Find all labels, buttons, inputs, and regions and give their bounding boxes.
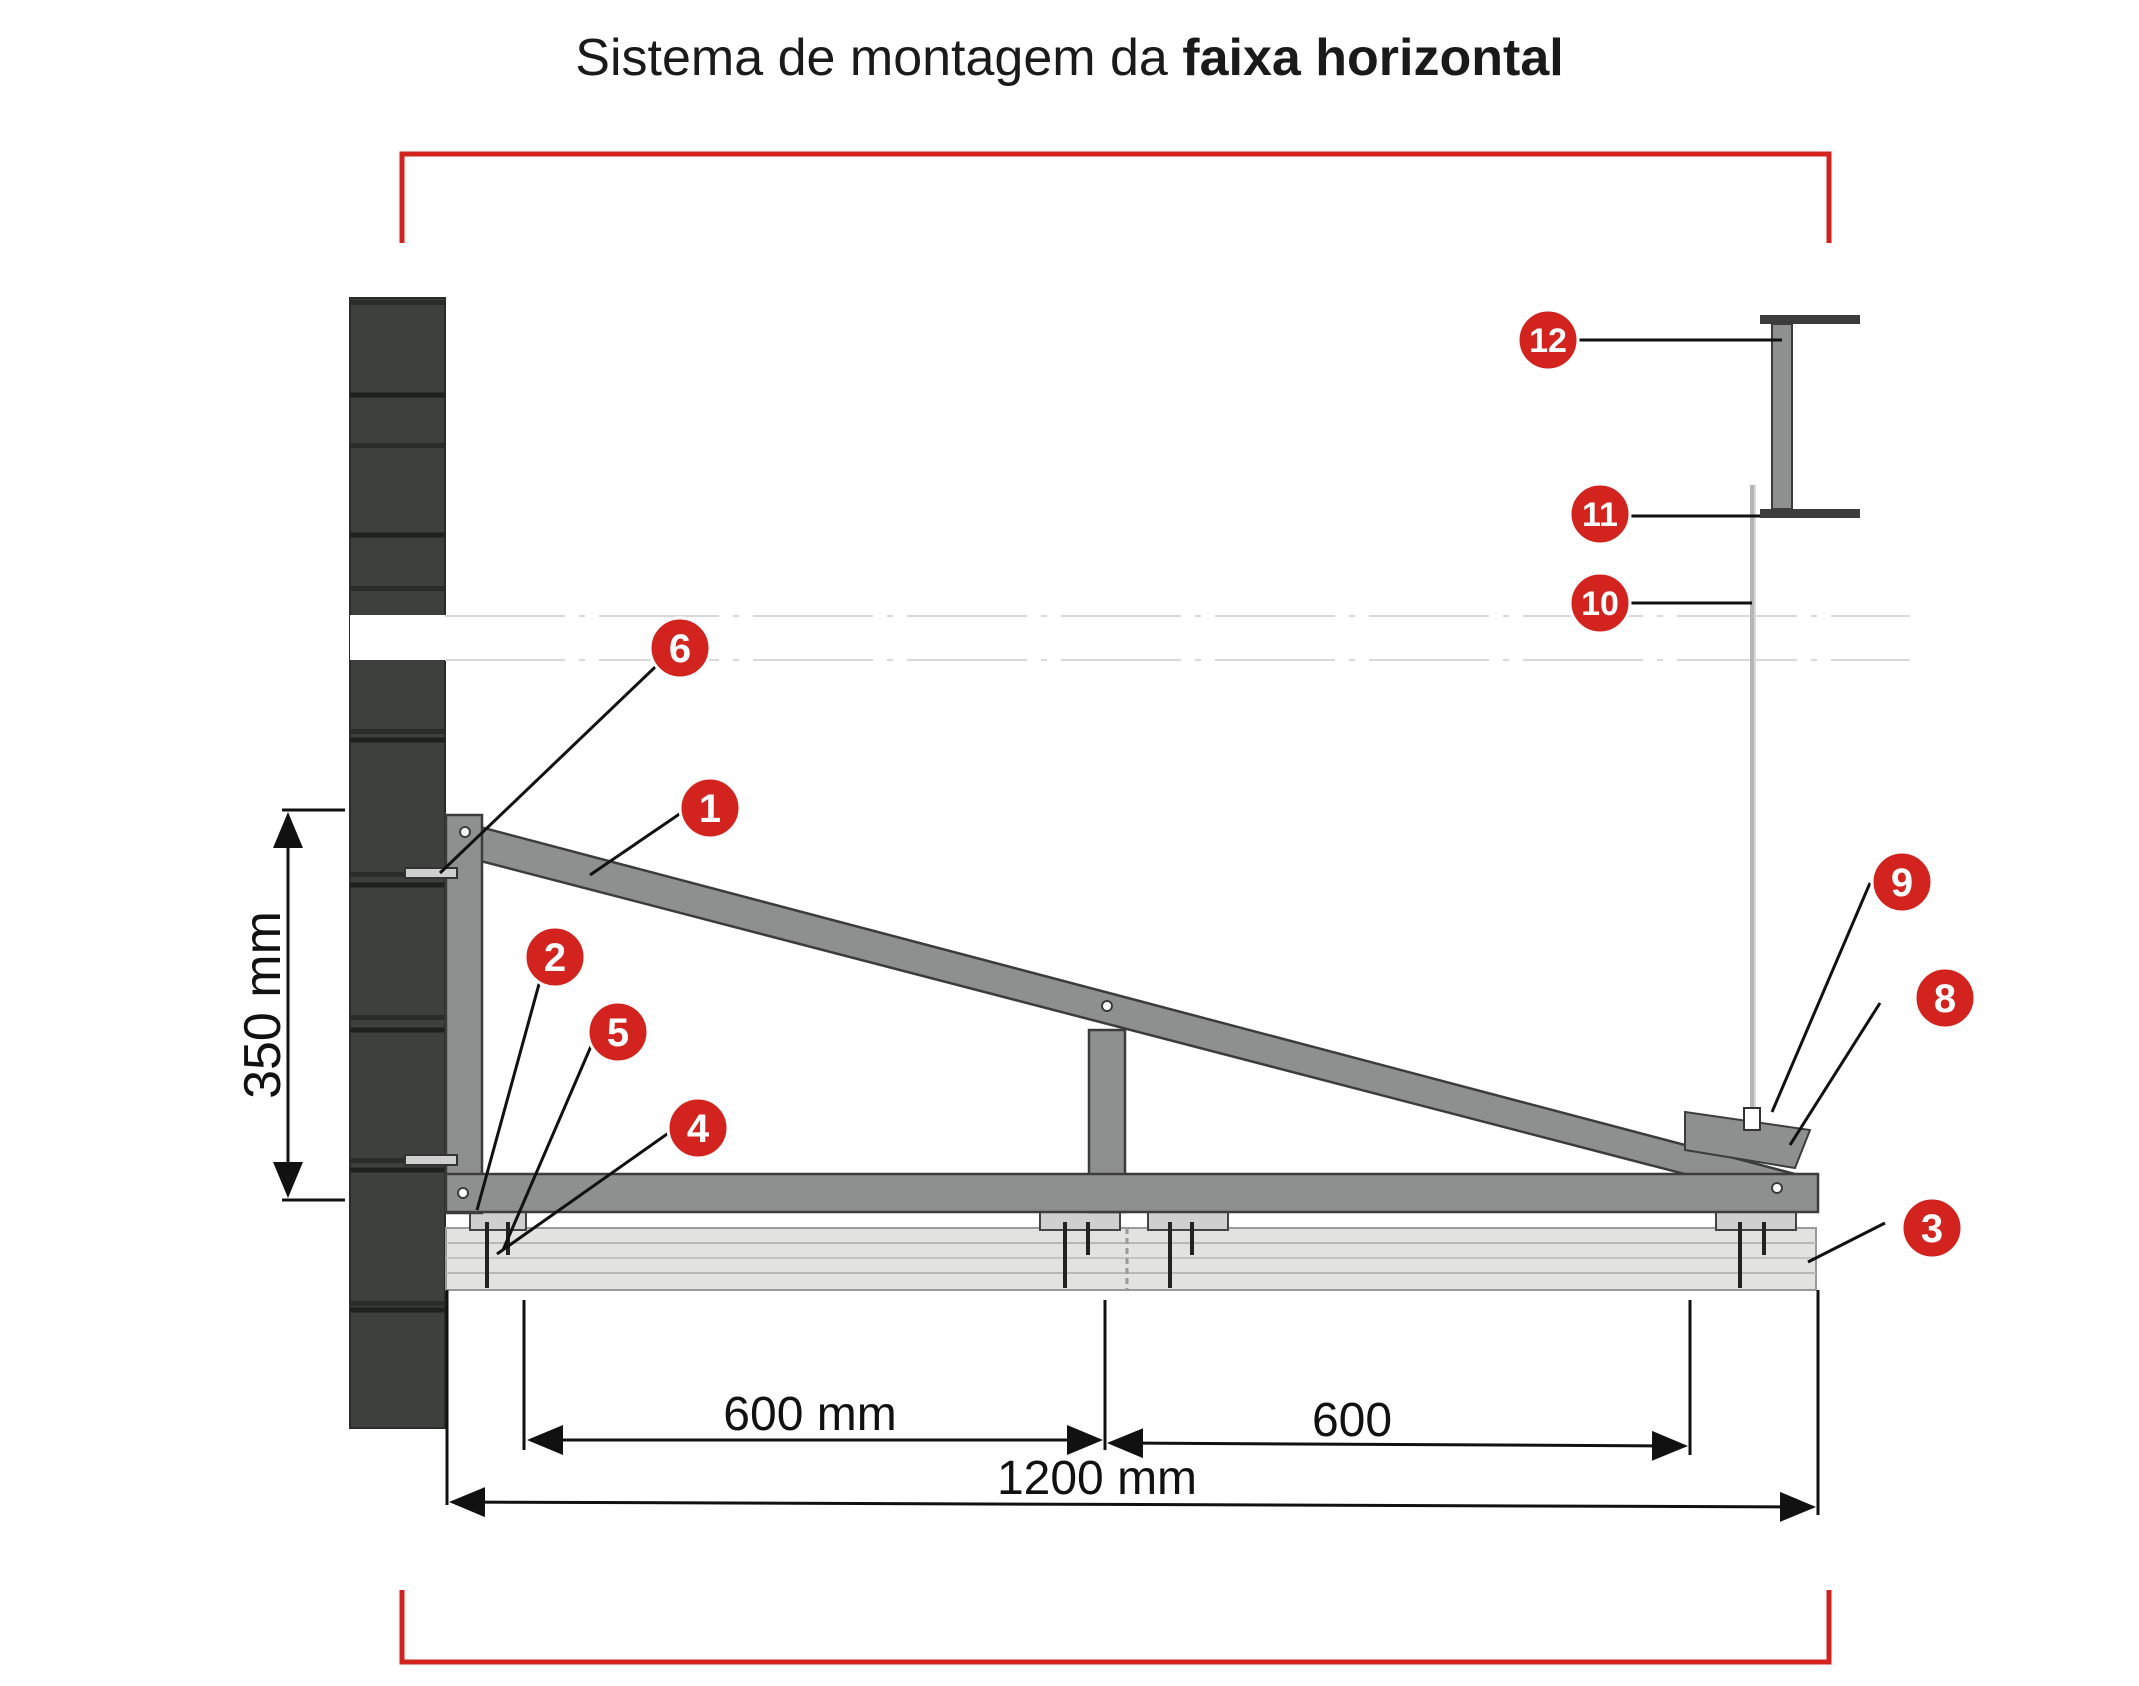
dimension-spans <box>445 1290 1820 1522</box>
bottom-red-bracket <box>399 1590 1832 1665</box>
panel-modules <box>445 1227 1817 1291</box>
clamps-and-bolts <box>469 1211 1797 1288</box>
suspension-rod <box>1750 485 1756 1130</box>
wall-anchors <box>404 867 458 1166</box>
svg-text:4: 4 <box>687 1107 710 1151</box>
callout-8: 8 <box>1913 966 1977 1030</box>
masonry-wall <box>349 297 446 1429</box>
diagram-title: Sistema de montagem da faixa horizontal <box>0 28 2139 88</box>
leader-lines <box>438 338 1886 1264</box>
top-red-bracket <box>399 151 1832 243</box>
svg-text:5: 5 <box>607 1011 629 1055</box>
callout-6: 6 <box>648 616 712 680</box>
end-clamp <box>1684 1107 1812 1170</box>
callout-2: 2 <box>523 925 587 989</box>
svg-text:3: 3 <box>1921 1207 1943 1251</box>
svg-text:12: 12 <box>1529 322 1567 360</box>
dimension-height: 350 mm <box>234 808 345 1202</box>
callouts: 1 2 3 4 5 6 8 9 <box>523 308 1977 1260</box>
callout-5: 5 <box>586 1000 650 1064</box>
callout-12: 12 <box>1516 308 1580 372</box>
callout-10: 10 <box>1568 571 1632 635</box>
svg-text:9: 9 <box>1891 861 1913 905</box>
title-bold: faixa horizontal <box>1182 29 1564 87</box>
svg-text:10: 10 <box>1581 585 1619 623</box>
title-prefix: Sistema de montagem da <box>575 29 1183 87</box>
callout-1: 1 <box>678 776 742 840</box>
dimension-left-span-label: 600 mm <box>723 1388 896 1441</box>
dimension-total-label: 1200 mm <box>997 1452 1197 1505</box>
i-beam-icon <box>1760 315 1860 518</box>
dimension-right-span-label: 600 <box>1312 1394 1392 1447</box>
callout-3: 3 <box>1900 1196 1964 1260</box>
svg-text:2: 2 <box>544 936 566 980</box>
dimension-height-label: 350 mm <box>234 911 292 1099</box>
svg-text:1: 1 <box>699 787 721 831</box>
bracket-frame <box>444 813 1820 1215</box>
callout-9: 9 <box>1870 850 1934 914</box>
svg-text:6: 6 <box>669 627 691 671</box>
callout-11: 11 <box>1568 482 1632 546</box>
frame-bolts <box>457 826 1783 1199</box>
section-cut-band <box>350 615 1910 661</box>
svg-text:8: 8 <box>1934 977 1956 1021</box>
svg-text:11: 11 <box>1582 496 1618 534</box>
callout-4: 4 <box>666 1096 730 1160</box>
